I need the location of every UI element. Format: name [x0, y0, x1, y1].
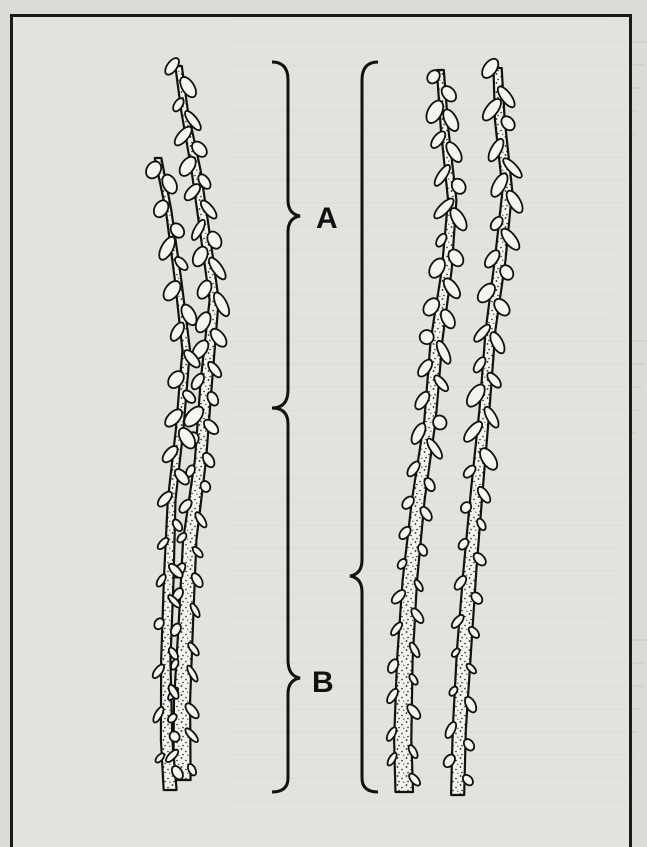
bracket-a: [272, 62, 300, 408]
bracket-right: [350, 62, 378, 792]
label-a: A: [316, 202, 338, 235]
bracket-b: [272, 408, 300, 792]
label-b: B: [312, 666, 334, 699]
